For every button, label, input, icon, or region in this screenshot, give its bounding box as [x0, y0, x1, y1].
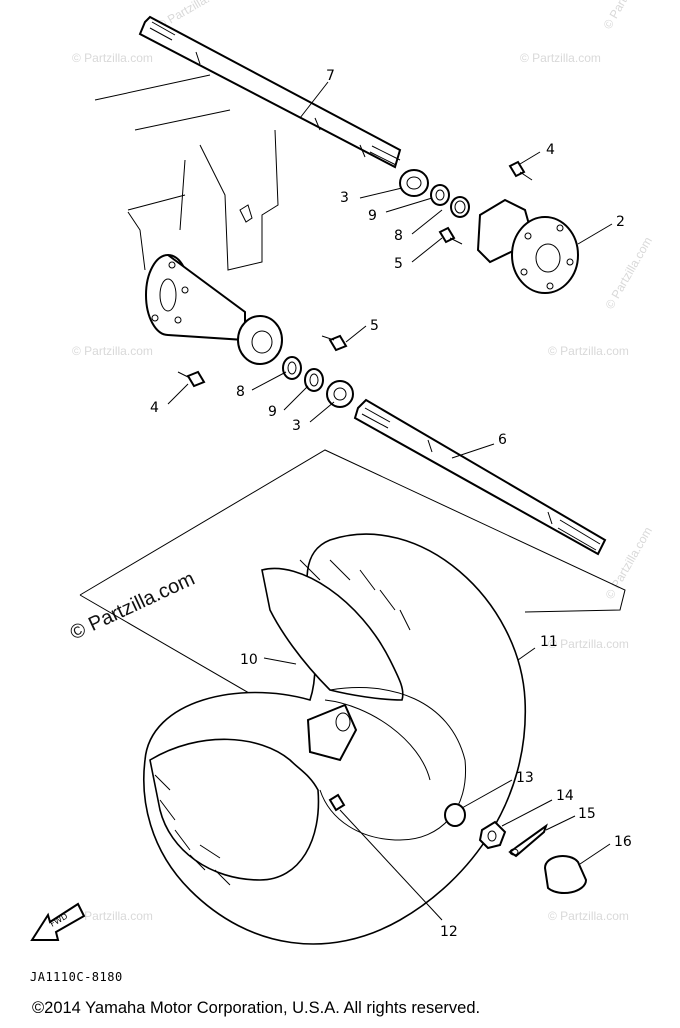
bolt-upper-4 [508, 160, 533, 181]
hub-right [476, 198, 579, 294]
callout-11: 11 [540, 634, 558, 650]
watermark: © Partzilla.com [72, 909, 153, 923]
callout-4: 4 [150, 400, 159, 416]
bearing-lower [326, 380, 354, 408]
watermark: © Partzilla.com [548, 637, 629, 651]
callout-6: 6 [498, 432, 507, 448]
washer-13 [444, 803, 466, 827]
callout-9: 9 [268, 404, 277, 420]
bolt-left-4 [177, 370, 206, 388]
callout-15: 15 [578, 806, 596, 822]
axle-upper [138, 15, 402, 169]
callout-5: 5 [394, 256, 403, 272]
callout-9: 9 [368, 208, 377, 224]
bearing-upper [399, 169, 429, 197]
hub-left [145, 254, 283, 365]
nut-14 [478, 820, 507, 850]
callout-8: 8 [236, 384, 245, 400]
seal-upper [430, 184, 450, 206]
callout-2: 2 [616, 214, 625, 230]
wheel-assembly [143, 533, 527, 945]
bolt-upper-5 [438, 226, 463, 245]
seal-lower [304, 368, 324, 392]
watermark: © Partzilla.com [548, 344, 629, 358]
callout-10: 10 [240, 652, 258, 668]
callout-labels: 7 4 3 9 2 8 5 5 8 4 9 3 6 11 10 13 14 15… [150, 68, 632, 940]
copyright-notice: ©2014 Yamaha Motor Corporation, U.S.A. A… [32, 999, 481, 1017]
callout-16: 16 [614, 834, 632, 850]
watermark-large: © Partzilla.com [67, 568, 198, 645]
callout-13: 13 [516, 770, 534, 786]
cotter-pin-15 [508, 823, 548, 858]
callout-5: 5 [370, 318, 379, 334]
leader-lines [167, 81, 613, 921]
watermark: © Partzilla.com [72, 344, 153, 358]
callout-7: 7 [326, 68, 335, 84]
circlip-lower [282, 356, 302, 380]
watermark: © Partzilla.com [602, 234, 655, 311]
watermark: © Partzilla.com [602, 524, 655, 601]
callout-3: 3 [340, 190, 349, 206]
watermark: © Partzilla.com [72, 51, 153, 65]
bolt-left-5 [321, 334, 348, 352]
callout-14: 14 [556, 788, 574, 804]
callout-4: 4 [546, 142, 555, 158]
callout-3: 3 [292, 418, 301, 434]
axle-lower [353, 398, 607, 556]
drawing-code: JA1110C-8180 [30, 970, 123, 984]
callout-12: 12 [440, 924, 458, 940]
circlip-upper [450, 196, 470, 218]
watermark: © Partzilla.com [520, 51, 601, 65]
watermark: © Partzilla.com [548, 909, 629, 923]
cap-16 [543, 855, 588, 895]
callout-8: 8 [394, 228, 403, 244]
watermark: © Partzilla.com [600, 0, 653, 32]
